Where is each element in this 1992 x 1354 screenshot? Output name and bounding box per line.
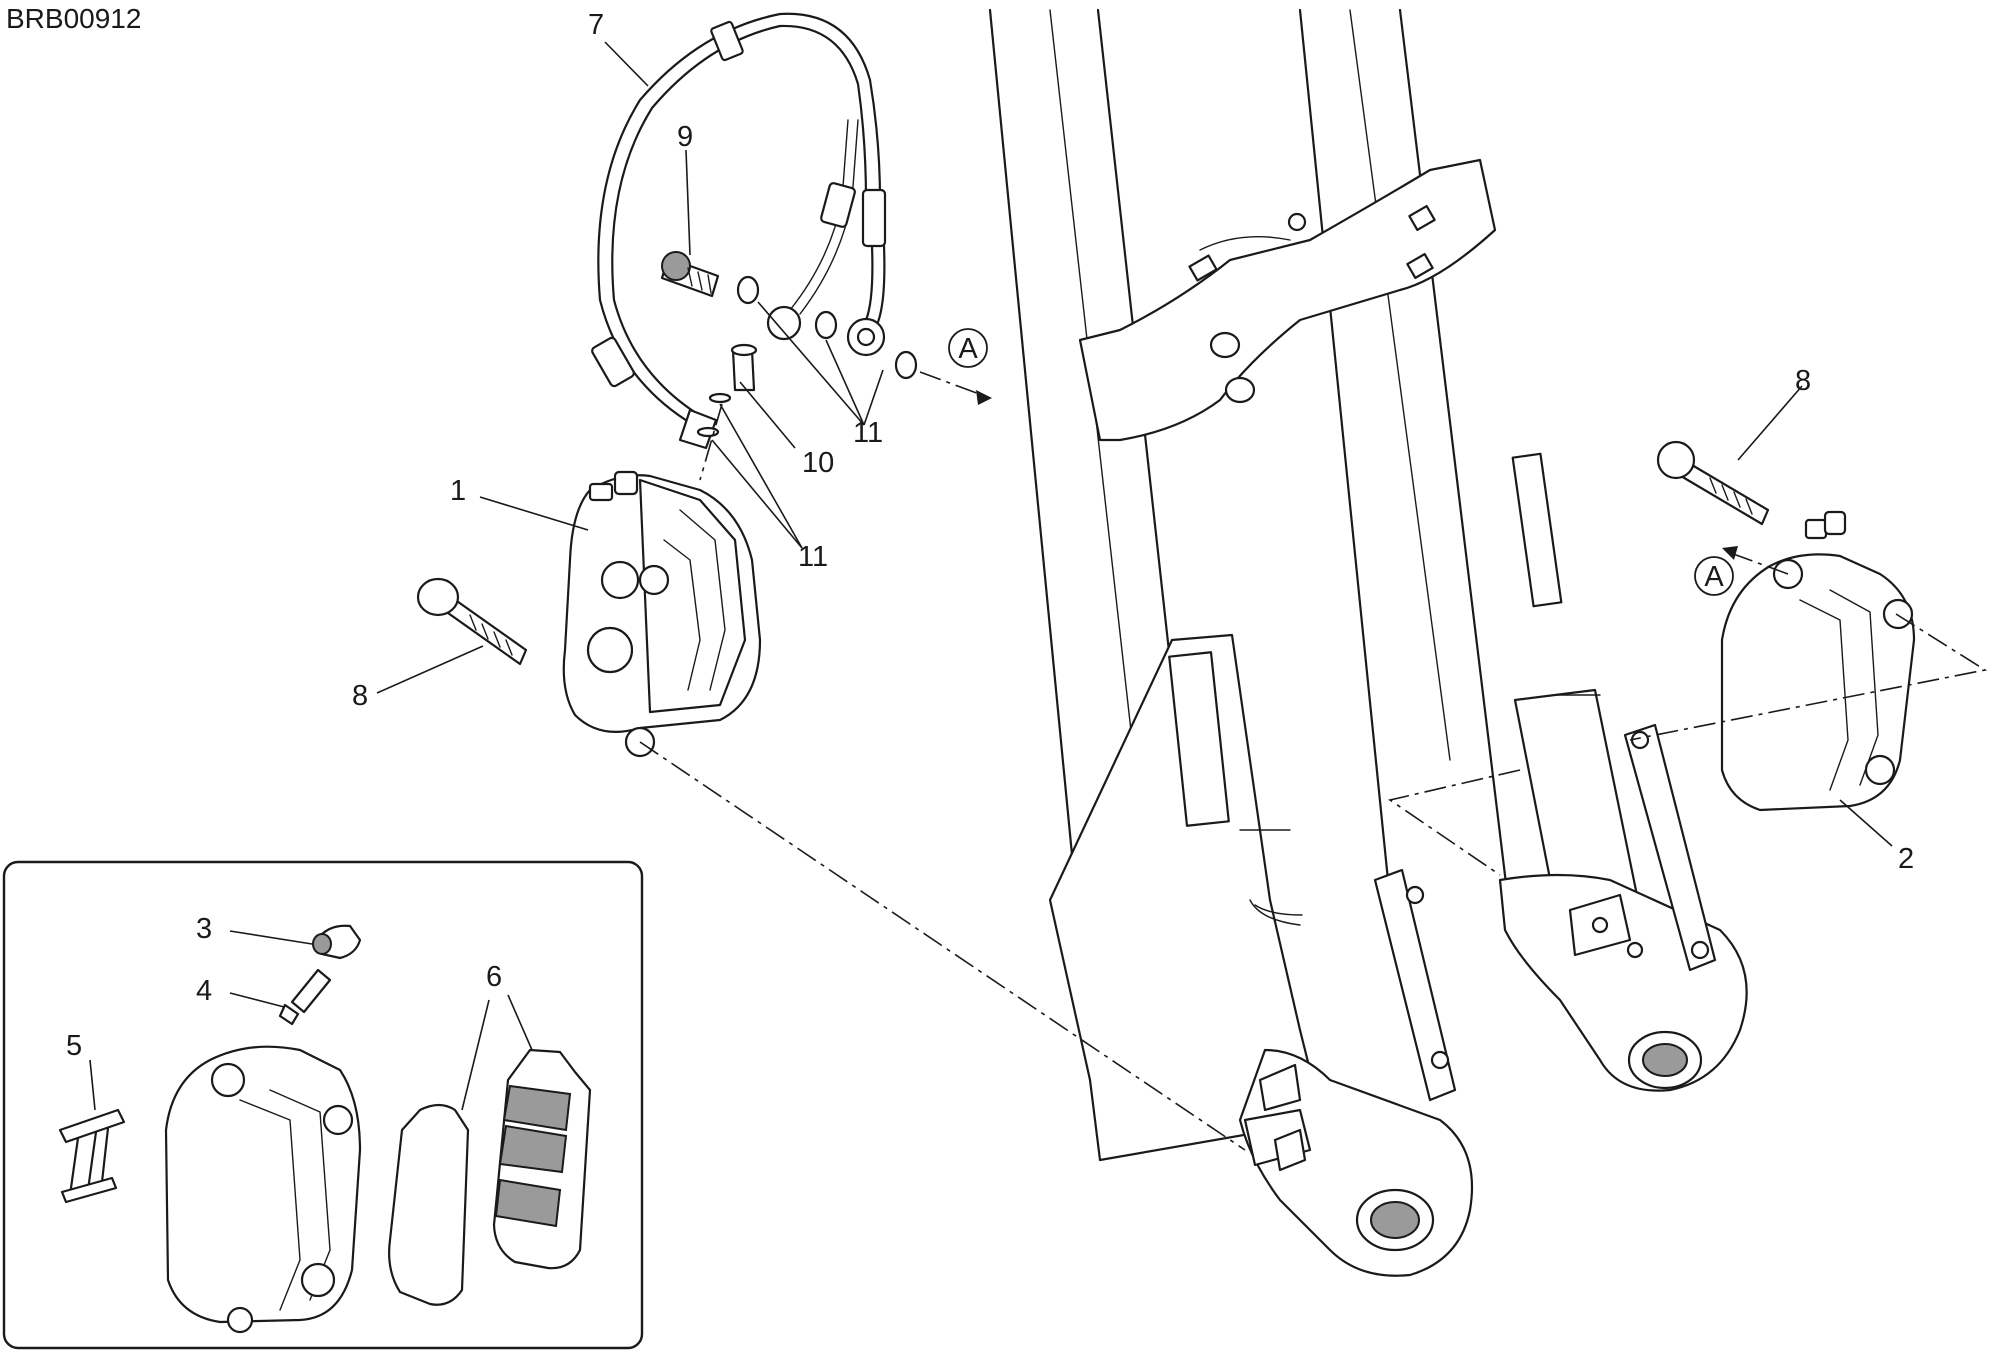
svg-text:A: A [958, 333, 978, 365]
callout-6: 6 [486, 961, 502, 993]
brake-hose [591, 12, 887, 450]
connection-marker-a-right: A [1694, 556, 1734, 596]
callout-numbers: 7 9 11 10 11 1 8 8 2 3 4 5 6 [66, 9, 1914, 1062]
assembly-axis-lines [639, 371, 1988, 1151]
callout-1: 1 [450, 475, 466, 507]
callout-2: 2 [1898, 843, 1914, 875]
callout-3: 3 [196, 913, 212, 945]
drawing-code: BRB00912 [6, 3, 141, 34]
callout-8b: 8 [1795, 365, 1811, 397]
caliper-detail [164, 1045, 362, 1334]
front-fork [988, 8, 1748, 1277]
pad-friction-material [494, 1084, 572, 1228]
pad-spring [58, 1108, 126, 1204]
caliper-bolt-right [1656, 440, 1770, 526]
callout-8a: 8 [352, 680, 368, 712]
detail-inset [2, 860, 644, 1350]
callout-7: 7 [588, 9, 604, 41]
banjo-bolt [660, 251, 720, 298]
callout-11b: 11 [798, 541, 828, 573]
banjo-bolt-short [730, 343, 758, 392]
callout-10: 10 [802, 447, 834, 479]
bleed-valve [278, 968, 332, 1026]
bleed-cap [312, 924, 362, 960]
connection-marker-a-left: A [948, 328, 988, 368]
brake-pads [388, 1048, 592, 1306]
sealing-washers [696, 275, 918, 438]
svg-text:A: A [1704, 561, 1724, 593]
callout-5: 5 [66, 1030, 82, 1062]
callout-leaders [89, 41, 1893, 1111]
caliper-bolt-left [416, 577, 528, 666]
brake-caliper-right [1720, 510, 1916, 812]
callout-11a: 11 [853, 417, 883, 449]
callout-4: 4 [196, 975, 212, 1007]
brake-caliper-left [562, 470, 762, 758]
callout-9: 9 [677, 121, 693, 153]
